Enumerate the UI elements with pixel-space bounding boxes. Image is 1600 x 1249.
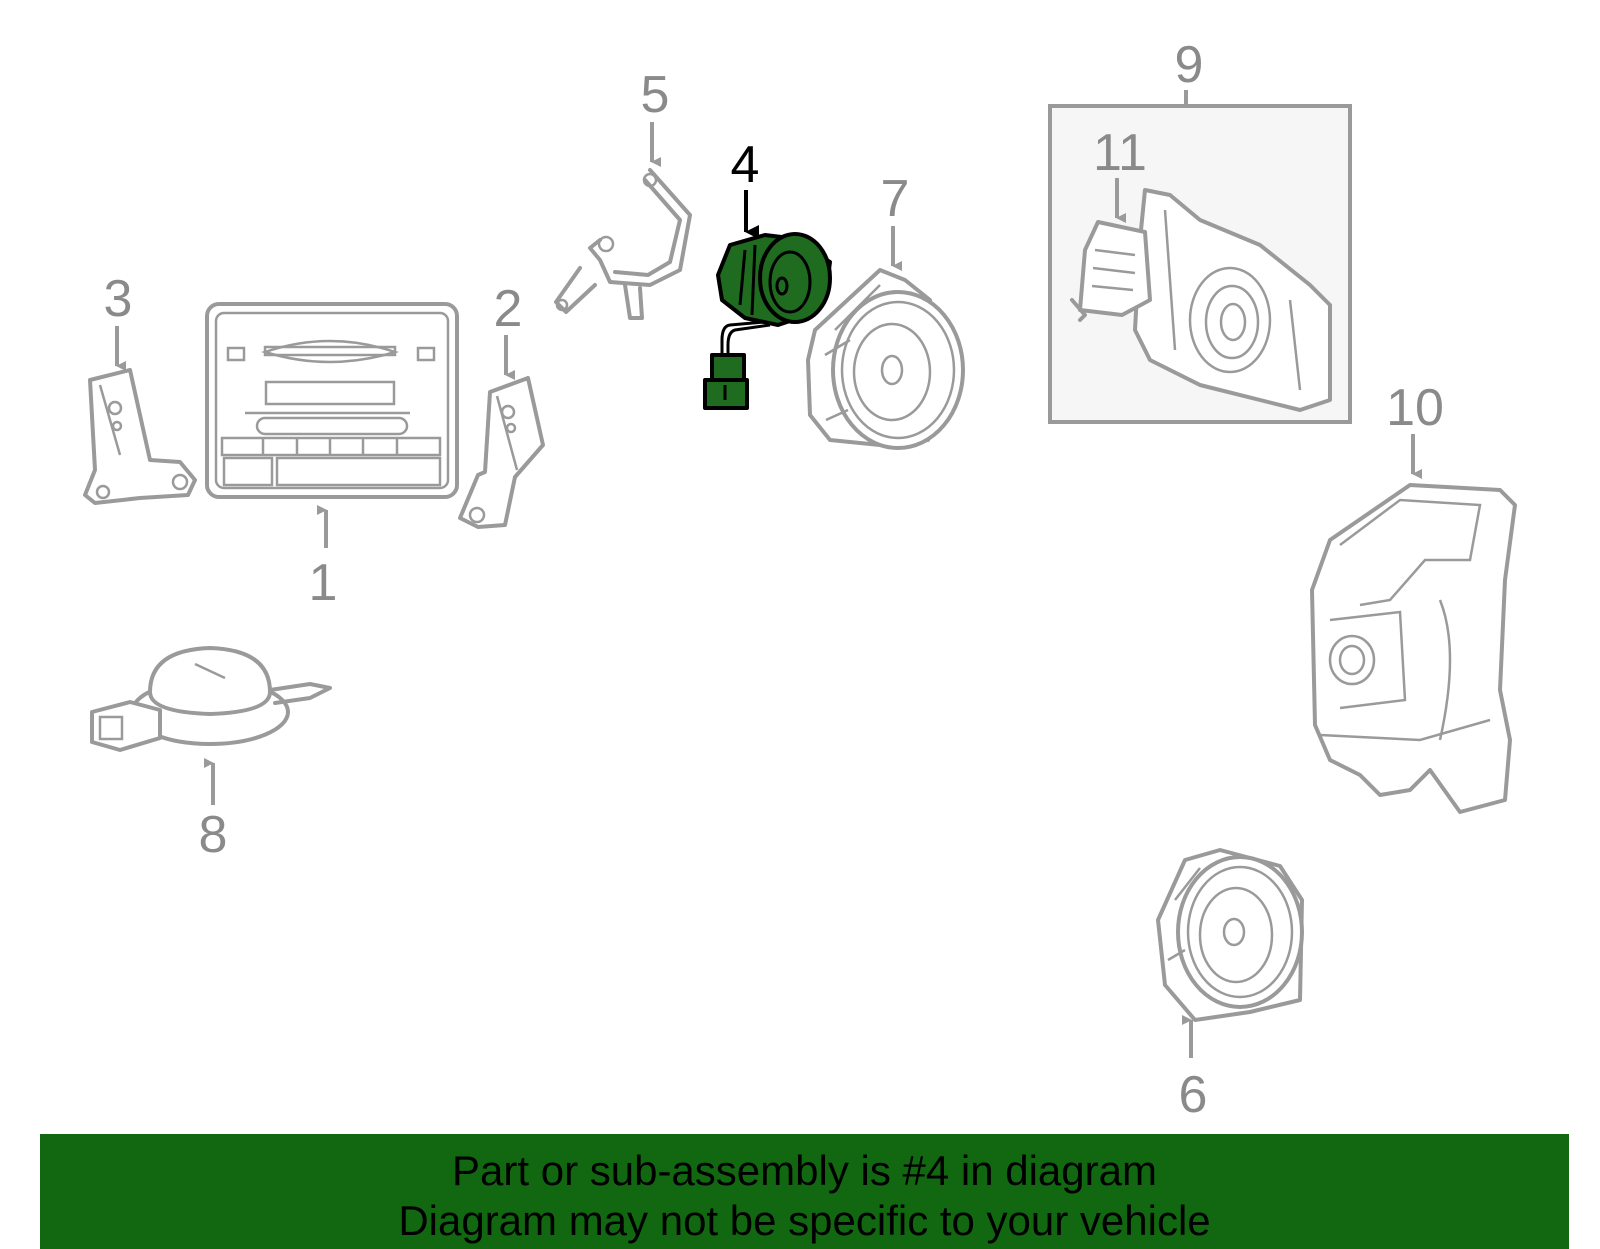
part-2-bracket[interactable]: [458, 376, 545, 529]
callout-8[interactable]: 8: [199, 806, 228, 864]
callout-9[interactable]: 9: [1175, 36, 1204, 94]
callout-6[interactable]: 6: [1179, 1066, 1208, 1124]
callout-1[interactable]: 1: [309, 554, 338, 612]
part-1-radio-unit[interactable]: [205, 302, 459, 499]
banner-line-2: Diagram may not be specific to your vehi…: [398, 1197, 1211, 1244]
part-9-subwoofer-assembly-box[interactable]: [1048, 104, 1352, 424]
part-5-bracket[interactable]: [554, 168, 692, 320]
info-banner: Part or sub-assembly is #4 in diagram Di…: [40, 1134, 1569, 1249]
part-3-bracket[interactable]: [83, 368, 197, 505]
part-8-speaker[interactable]: [90, 646, 332, 752]
callout-2[interactable]: 2: [494, 280, 523, 338]
callout-3[interactable]: 3: [104, 270, 133, 328]
callout-7[interactable]: 7: [881, 170, 910, 228]
part-4-tweeter-speaker[interactable]: [703, 232, 832, 410]
part-7-speaker[interactable]: [806, 268, 965, 450]
callout-10[interactable]: 10: [1386, 379, 1444, 437]
callout-11[interactable]: 11: [1093, 124, 1147, 182]
callout-5[interactable]: 5: [641, 66, 670, 124]
callout-4[interactable]: 4: [731, 136, 760, 194]
banner-line-1: Part or sub-assembly is #4 in diagram: [452, 1147, 1157, 1194]
part-10-subwoofer-enclosure[interactable]: [1310, 483, 1517, 814]
part-6-speaker[interactable]: [1156, 848, 1304, 1022]
